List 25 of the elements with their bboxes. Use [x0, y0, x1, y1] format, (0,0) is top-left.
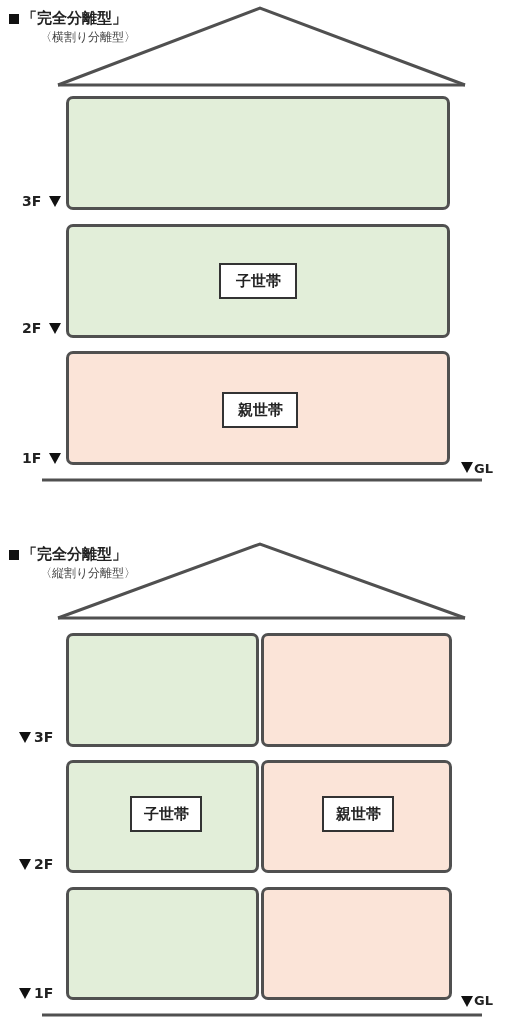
- subheading: 〈横割り分離型〉: [40, 29, 136, 46]
- heading: 「完全分離型」: [22, 545, 127, 564]
- household-label: 親世帯: [222, 392, 298, 428]
- floor-box: [66, 633, 259, 747]
- ground-level-label: GL: [474, 461, 493, 476]
- floor-level-label: 1F: [22, 450, 42, 466]
- floor-level-label: 2F: [34, 856, 54, 872]
- floor-level-label: 2F: [22, 320, 42, 336]
- floor-box: [261, 760, 452, 873]
- household-label: 子世帯: [130, 796, 202, 832]
- ground-level-label: GL: [474, 993, 493, 1008]
- floor-box: [66, 887, 259, 1000]
- floor-level-label: 3F: [22, 193, 42, 209]
- floor-box: [261, 633, 452, 747]
- heading: 「完全分離型」: [22, 9, 127, 28]
- household-label: 子世帯: [219, 263, 297, 299]
- floor-box: [66, 760, 259, 873]
- floor-level-label: 1F: [34, 985, 54, 1001]
- floor-box: [66, 224, 450, 338]
- subheading: 〈縦割り分離型〉: [40, 565, 136, 582]
- floor-level-label: 3F: [34, 729, 54, 745]
- floor-box: [66, 96, 450, 210]
- floor-box: [66, 351, 450, 465]
- floor-box: [261, 887, 452, 1000]
- household-label: 親世帯: [322, 796, 394, 832]
